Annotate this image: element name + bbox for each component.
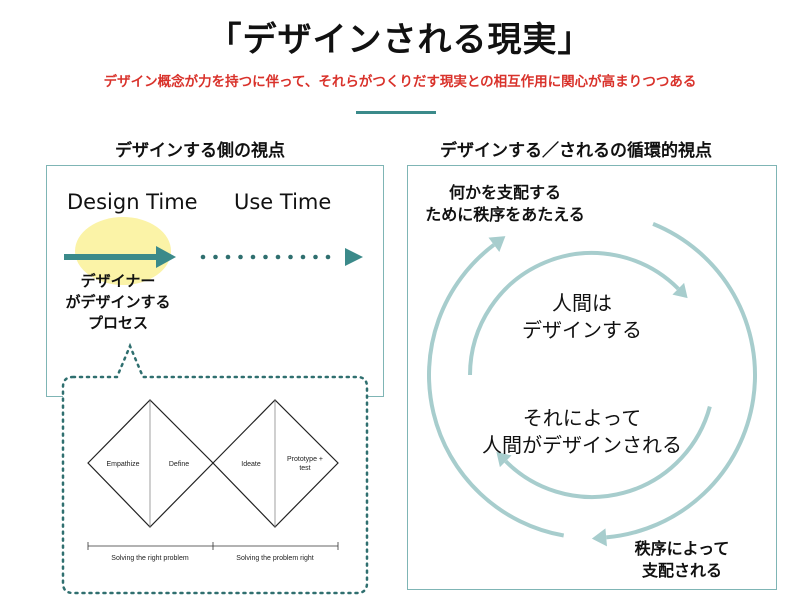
timeline-dot — [200, 254, 206, 260]
page-title: 「デザインされる現実」 — [207, 20, 593, 60]
inner-arc-top — [468, 251, 680, 376]
outer-arc-right — [606, 222, 757, 540]
use-time-label: Use Time — [234, 190, 332, 214]
inner-arc-bottom — [504, 406, 712, 499]
timeline-dot — [225, 254, 231, 260]
diamond-right — [212, 399, 339, 528]
outer-arrowhead-bottom — [591, 528, 607, 547]
cycle-arrows — [427, 222, 757, 547]
cycle-diagram — [427, 222, 757, 547]
timeline-dot — [213, 254, 218, 260]
title-divider — [356, 111, 436, 114]
use-time-dotted-line — [200, 254, 331, 260]
timeline-dot — [325, 254, 331, 260]
double-diamond-callout: Empathize Define Ideate Prototype + test… — [61, 342, 369, 595]
cycle-bottom-label: 秩序によって 支配される — [634, 539, 730, 580]
cycle-top-label: 何かを支配する ために秩序をあたえる — [425, 183, 585, 224]
timeline-dot — [275, 254, 281, 260]
outer-arrowhead-top — [488, 236, 506, 253]
phase-prototype: Prototype + — [287, 456, 323, 463]
phase-define: Define — [169, 461, 189, 468]
timeline-dot — [288, 254, 293, 260]
timeline-graphic — [64, 217, 363, 285]
right-section-heading: デザインする／されるの循環的視点 — [440, 141, 712, 161]
outer-arc-left — [427, 243, 565, 538]
highlight-blob — [75, 217, 171, 285]
timeline-dot — [238, 254, 243, 260]
timeline-dot — [313, 254, 318, 260]
callout-bubble — [61, 342, 369, 595]
axis-label-problem-right: Solving the problem right — [236, 555, 313, 562]
inner-arrowhead-left — [496, 451, 512, 468]
timeline-dot — [263, 254, 268, 260]
process-label: デザイナー がデザインする プロセス — [65, 272, 171, 332]
timeline-dot — [250, 254, 256, 260]
left-section-heading: デザインする側の視点 — [115, 141, 285, 161]
axis-label-right-problem: Solving the right problem — [111, 555, 189, 562]
design-time-arrowhead — [156, 246, 176, 268]
design-time-label: Design Time — [67, 190, 198, 214]
right-panel-frame — [407, 165, 777, 590]
use-time-arrowhead — [345, 248, 363, 266]
cycle-inner-top: 人間は デザインする — [522, 291, 642, 342]
inner-arrowhead-right — [672, 282, 688, 299]
timeline-dot — [300, 254, 306, 260]
phase-empathize: Empathize — [106, 461, 139, 468]
page-subtitle: デザイン概念が力を持つに伴って、それらがつくりだす現実との相互作用に関心が高まり… — [103, 74, 697, 90]
phase-test: test — [299, 465, 310, 472]
cycle-inner-bottom: それによって 人間がデザインされる — [482, 406, 682, 457]
phase-ideate: Ideate — [241, 461, 261, 468]
